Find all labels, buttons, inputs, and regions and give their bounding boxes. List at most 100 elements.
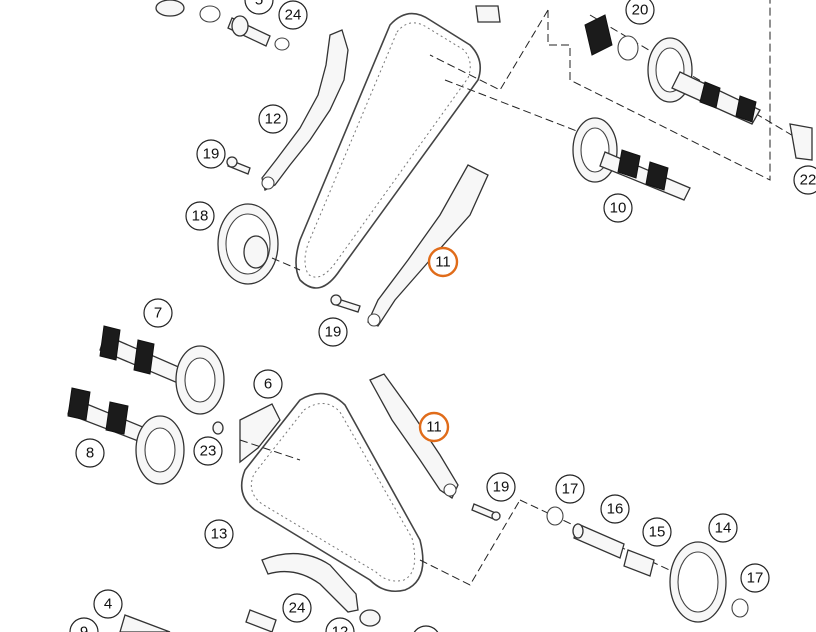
callout-label: 17 — [747, 570, 764, 587]
callout-circle — [318, 317, 348, 347]
callout-22: 22 — [793, 165, 816, 195]
washer-17-b — [731, 598, 749, 618]
callout-circle — [642, 517, 672, 547]
callout-label: 9 — [80, 624, 88, 632]
callout-label: 18 — [192, 208, 209, 225]
callout-circle — [740, 563, 770, 593]
bottom-right-part — [359, 609, 381, 627]
leader-line-lower-shaft — [419, 499, 521, 586]
callout-label: 10 — [610, 200, 627, 217]
callout-label: 7 — [154, 305, 162, 322]
bolt-19-middle — [330, 294, 361, 313]
part-4-pin — [119, 614, 171, 632]
rail-pivot-tensioner-lower — [443, 483, 457, 497]
callout-19-c: 19 — [486, 472, 516, 502]
lower-timing-chain — [240, 392, 424, 593]
callout-circle — [282, 593, 312, 623]
callout-20: 20 — [625, 0, 655, 25]
callout-label: 11 — [426, 419, 442, 436]
callout-circle — [69, 617, 99, 632]
callout-label: 14 — [715, 520, 732, 537]
callout-layer: 5 24 20 12 19 18 22 10 11 19 7 6 11 8 23 19 17 16 15 14 13 17… — [69, 0, 816, 632]
callout-5: 5 — [244, 0, 274, 15]
tensioner-rail-upper — [367, 164, 489, 327]
callout-circle — [418, 411, 450, 443]
leader-line-upper-chain — [429, 9, 549, 91]
callout-circle — [185, 201, 215, 231]
leader-line-camshaft-axis — [589, 14, 801, 141]
chain-guide-rail-lower — [261, 552, 359, 613]
callout-circle — [708, 513, 738, 543]
callout-circle — [427, 246, 459, 278]
tensioner-bracket-6 — [239, 403, 301, 464]
bushing-15 — [623, 549, 655, 577]
callout-10: 10 — [603, 193, 633, 223]
callout-circle — [793, 165, 816, 195]
camshaft-assembly-frame — [547, 0, 771, 181]
callout-circle — [555, 474, 585, 504]
callout-17-a: 17 — [555, 474, 585, 504]
sprocket-18 — [217, 203, 301, 285]
callout-partial — [413, 625, 439, 632]
sensor-top — [475, 5, 501, 23]
callout-17-b: 17 — [740, 563, 770, 593]
callout-label: 12 — [265, 111, 282, 128]
camshaft-10 — [572, 117, 691, 201]
callout-circle — [253, 369, 283, 399]
callout-24-bottom: 24 — [282, 593, 312, 623]
callout-label: 20 — [632, 2, 649, 19]
callout-circle — [193, 436, 223, 466]
callout-circle — [196, 139, 226, 169]
sensor-22 — [789, 123, 813, 161]
callout-label: 24 — [289, 600, 306, 617]
callout-label: 15 — [649, 524, 666, 541]
callout-12-bottom: 12 — [325, 617, 355, 632]
callout-label: 13 — [211, 526, 228, 543]
callout-8: 8 — [75, 438, 105, 468]
callout-label: 16 — [607, 501, 624, 518]
callout-18: 18 — [185, 201, 215, 231]
callout-circle — [278, 0, 308, 30]
callout-4: 4 — [93, 589, 123, 619]
callout-label: 19 — [493, 479, 510, 496]
callout-24-top: 24 — [278, 0, 308, 30]
callout-label: 5 — [255, 0, 263, 9]
callout-11-b-highlighted: 11 — [418, 411, 450, 443]
rail-pivot-tensioner-upper — [367, 313, 381, 327]
callout-circle — [75, 438, 105, 468]
callout-label: 19 — [203, 146, 220, 163]
sprocket-14 — [669, 541, 727, 623]
bolt-19-lower — [471, 503, 501, 521]
callout-circle — [603, 193, 633, 223]
callout-label: 12 — [332, 624, 349, 632]
callout-label: 17 — [562, 481, 579, 498]
callout-label: 22 — [800, 172, 816, 189]
callout-14: 14 — [708, 513, 738, 543]
washer-17-a — [546, 506, 564, 526]
callout-label: 4 — [104, 596, 112, 613]
callout-6: 6 — [253, 369, 283, 399]
upper-timing-chain — [295, 12, 481, 289]
callout-circle — [486, 472, 516, 502]
callout-label: 19 — [325, 324, 342, 341]
callout-23: 23 — [193, 436, 223, 466]
camshaft-8 — [67, 387, 185, 485]
callout-circle — [258, 104, 288, 134]
callout-15: 15 — [642, 517, 672, 547]
callout-circle — [625, 0, 655, 25]
callout-circle — [600, 494, 630, 524]
callout-19-b: 19 — [318, 317, 348, 347]
callout-12: 12 — [258, 104, 288, 134]
camshaft-7 — [99, 325, 225, 415]
camshaft-20 — [584, 14, 761, 125]
callout-label: 24 — [285, 7, 302, 24]
callout-circle — [244, 0, 274, 15]
washer-23 — [212, 421, 224, 435]
callout-19-a: 19 — [196, 139, 226, 169]
chain-guide-rail-upper — [261, 29, 349, 191]
callout-circle — [325, 617, 355, 632]
callout-label: 11 — [435, 254, 451, 271]
callout-circle — [413, 625, 439, 632]
